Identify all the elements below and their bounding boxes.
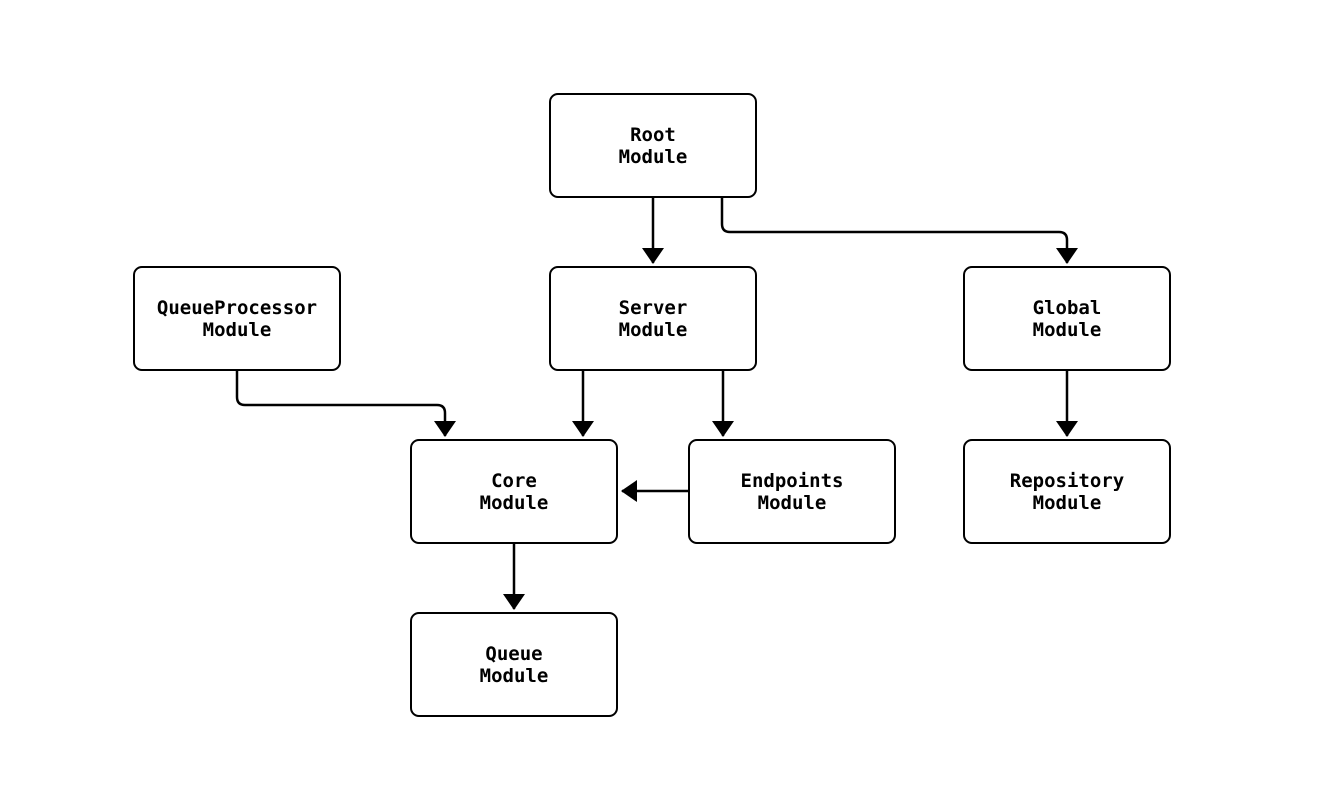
node-label-line: Core	[491, 469, 537, 492]
node-core-module: Core Module	[410, 439, 618, 544]
node-label-line: Module	[479, 491, 549, 514]
edge-root-to-global	[720, 198, 1078, 264]
node-label-line: Endpoints	[740, 469, 844, 492]
node-label-line: Module	[1032, 318, 1102, 341]
node-endpoints-module: Endpoints Module	[688, 439, 896, 544]
node-label-line: Global	[1032, 296, 1102, 319]
node-queueprocessor-module: QueueProcessor Module	[133, 266, 341, 371]
node-label-line: Queue	[485, 642, 543, 665]
node-label-line: Repository	[1009, 469, 1125, 492]
node-label-line: Module	[202, 318, 272, 341]
node-label-line: QueueProcessor	[156, 296, 318, 319]
node-repository-module: Repository Module	[963, 439, 1171, 544]
node-label-line: Server	[618, 296, 688, 319]
node-label-line: Module	[1032, 491, 1102, 514]
edge-queueprocessor-to-core	[235, 371, 456, 437]
node-label-line: Module	[618, 318, 688, 341]
node-label-line: Module	[757, 491, 827, 514]
node-root-module: Root Module	[549, 93, 757, 198]
node-label-line: Module	[618, 145, 688, 168]
node-server-module: Server Module	[549, 266, 757, 371]
node-label-line: Module	[479, 664, 549, 687]
node-queue-module: Queue Module	[410, 612, 618, 717]
node-label-line: Root	[630, 123, 676, 146]
node-global-module: Global Module	[963, 266, 1171, 371]
